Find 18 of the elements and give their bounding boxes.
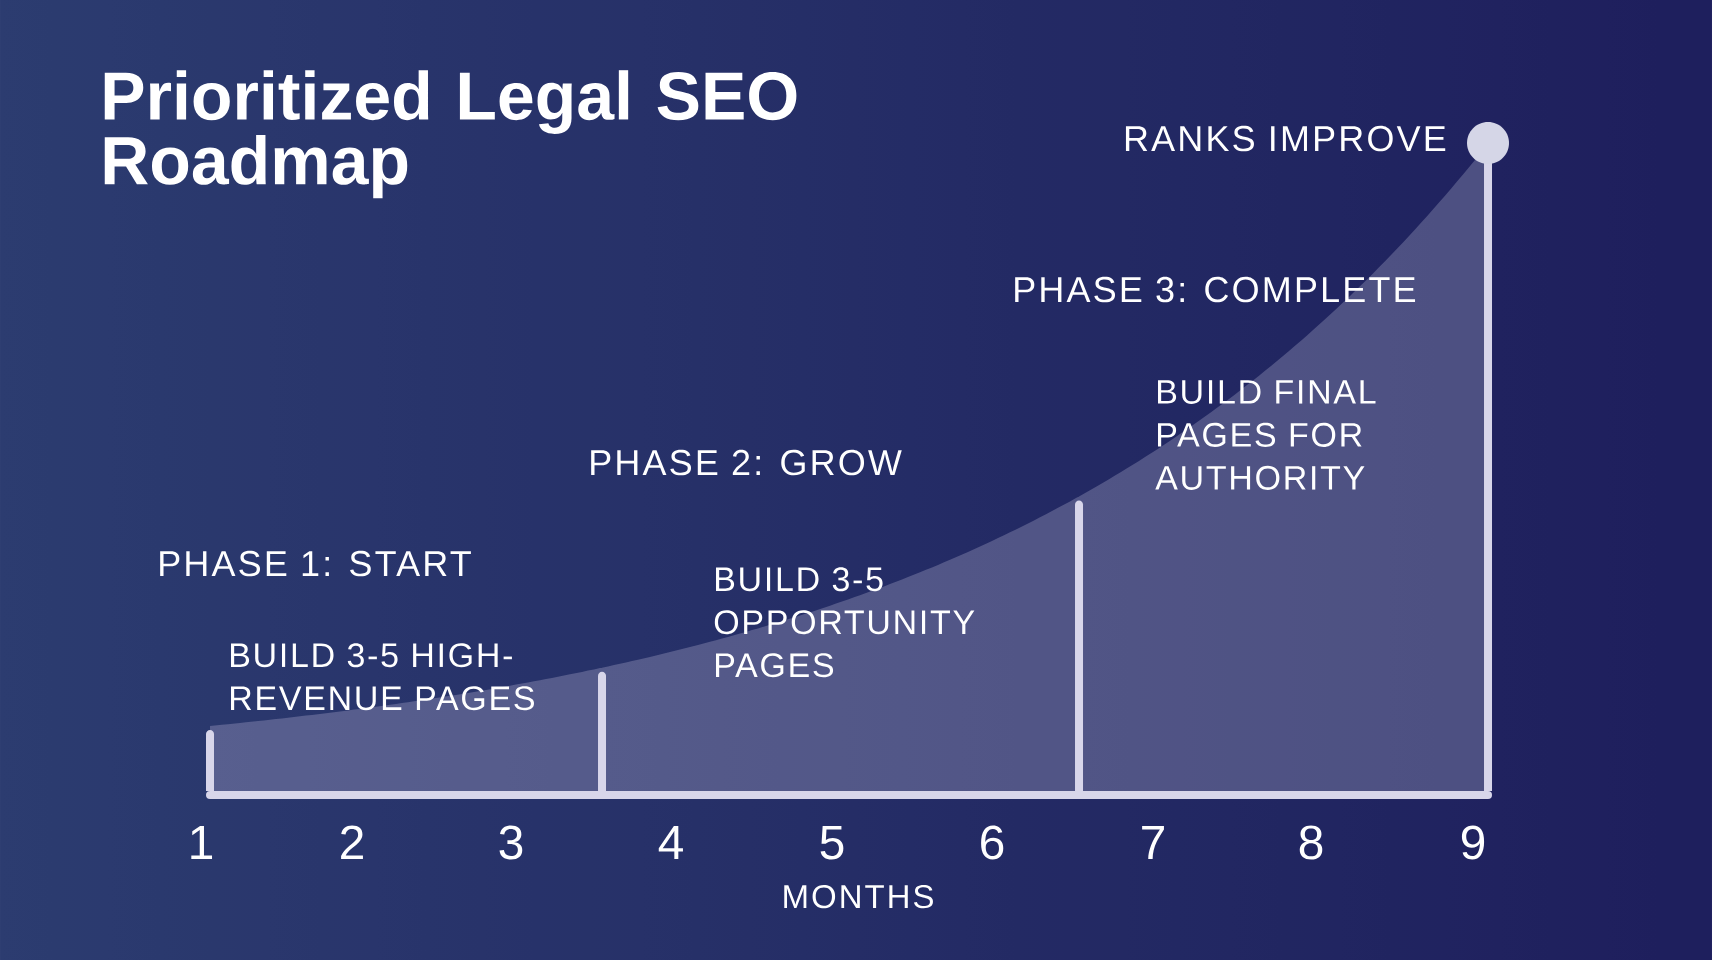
milestone-label: RANKS IMPROVE (1125, 125, 1446, 152)
phase-description: BUILD 3-5 HIGH-REVENUE PAGES (231, 643, 534, 711)
tick-label: 4 (658, 825, 683, 859)
tick-label: 6 (981, 825, 1004, 860)
phase-heading: PHASE 3: COMPLETE (1015, 276, 1416, 303)
tick-label: 5 (820, 825, 844, 860)
tick-label: 7 (1142, 825, 1164, 859)
tick-label: 2 (341, 825, 363, 859)
axis-title: MONTHS (784, 884, 933, 909)
tick-label: 8 (1299, 825, 1323, 860)
title: Prioritized Legal SEO Roadmap (104, 70, 797, 199)
tick-label: 9 (1461, 825, 1485, 860)
tick-label: 1 (191, 825, 212, 859)
phase-heading: PHASE 2: GROW (591, 449, 902, 476)
tick-label: 3 (499, 825, 523, 860)
phase-heading: PHASE 1: START (160, 550, 471, 577)
phase-description: BUILD FINAL PAGES FOR AUTHORITY (1155, 380, 1376, 490)
phase-description: BUILD 3-5 OPPORTUNITY PAGES (714, 567, 975, 678)
